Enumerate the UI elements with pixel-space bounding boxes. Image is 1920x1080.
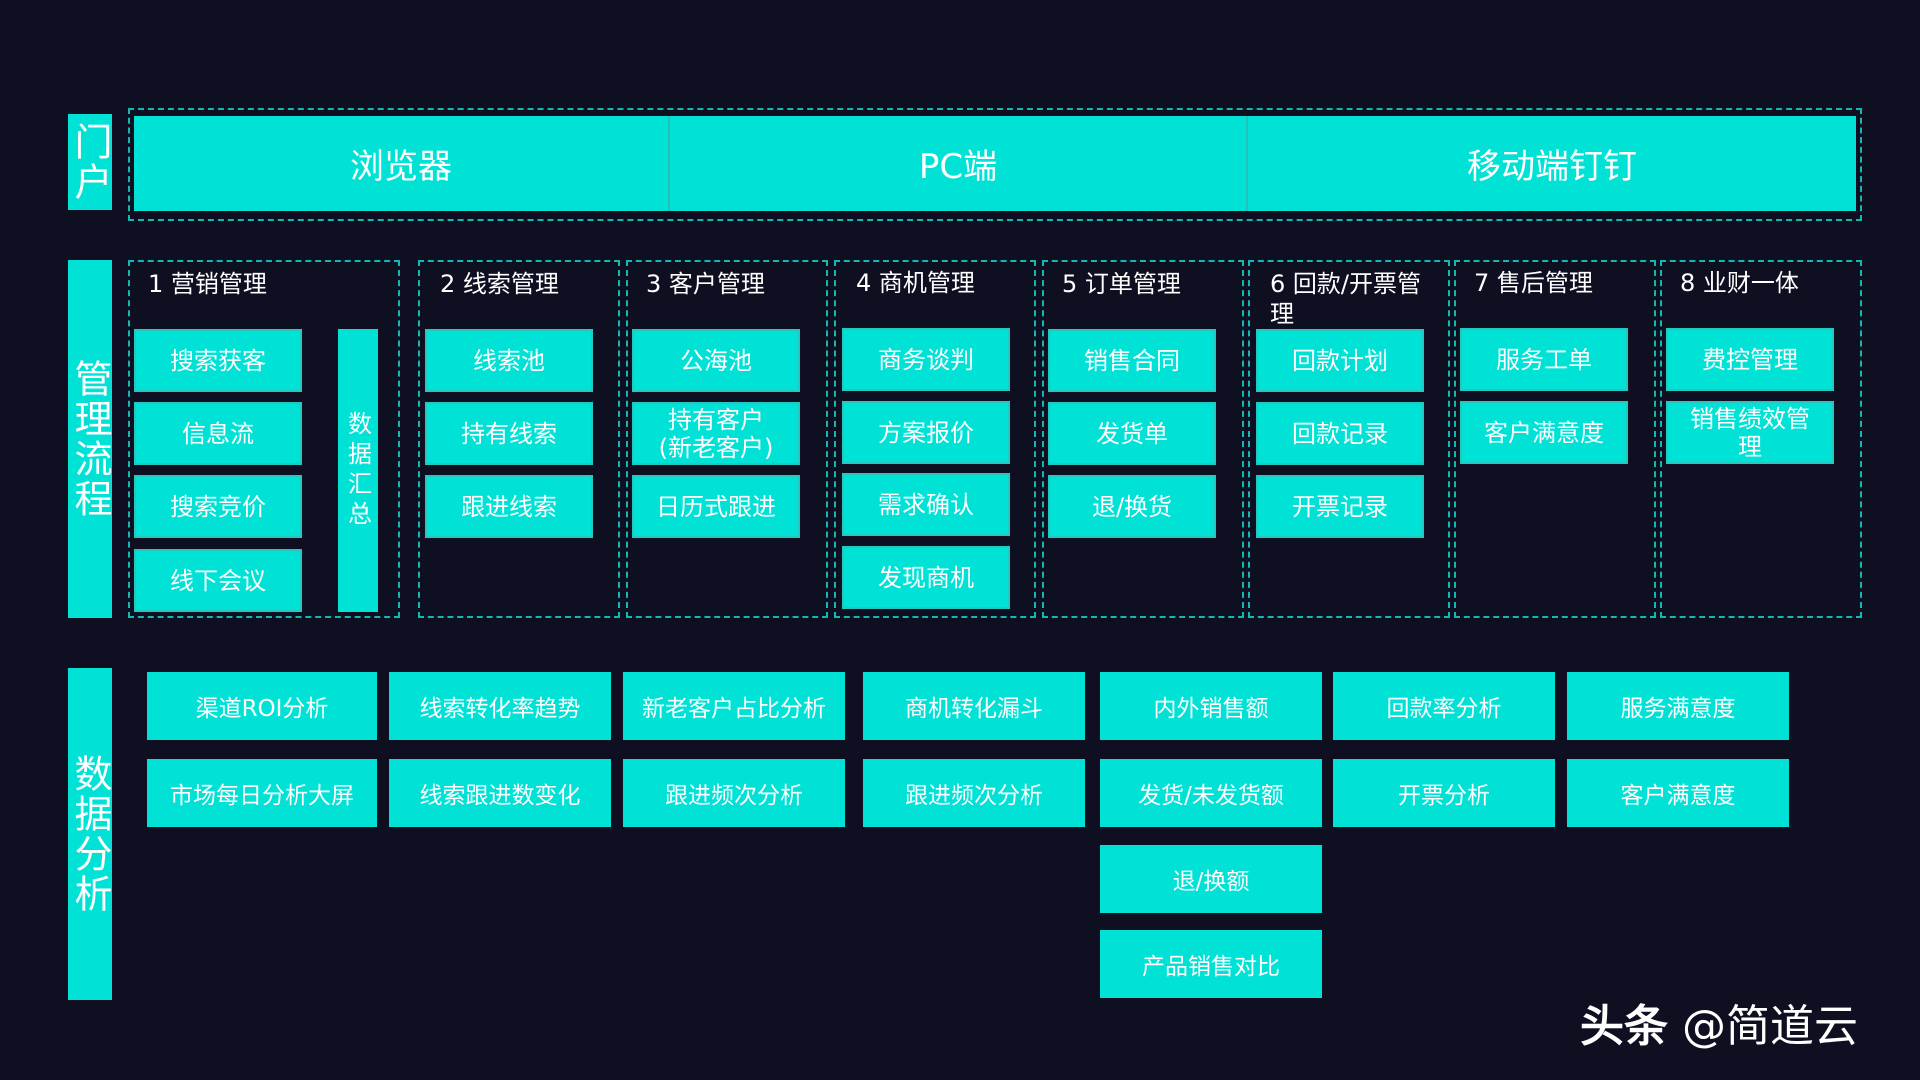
section-label-analysis: 数据分析 (68, 668, 112, 1000)
analysis-return-exchange-amount[interactable]: 退/换额 (1100, 845, 1322, 913)
portal-browser[interactable]: 浏览器 (134, 116, 670, 211)
analysis-lead-follow-count[interactable]: 线索跟进数变化 (389, 759, 611, 827)
item-payment-plan[interactable]: 回款计划 (1256, 329, 1424, 392)
item-lead-pool[interactable]: 线索池 (425, 329, 593, 392)
item-follow-leads[interactable]: 跟进线索 (425, 475, 593, 538)
process-group-after-sales (1454, 260, 1656, 618)
item-data-summary[interactable]: 数据汇总 (338, 329, 378, 612)
portal-frame (128, 108, 1862, 221)
group-title: 2 线索管理 (440, 270, 559, 298)
watermark-handle: @简道云 (1682, 1001, 1858, 1052)
item-negotiation[interactable]: 商务谈判 (842, 328, 1010, 391)
item-public-pool[interactable]: 公海池 (632, 329, 800, 392)
section-label-portal: 门户 (68, 114, 112, 210)
item-discover-opportunity[interactable]: 发现商机 (842, 546, 1010, 609)
analysis-product-sales-compare[interactable]: 产品销售对比 (1100, 930, 1322, 998)
analysis-domestic-foreign-sales[interactable]: 内外销售额 (1100, 672, 1322, 740)
process-group-customers (626, 260, 828, 618)
analysis-opportunity-follow-frequency[interactable]: 跟进频次分析 (863, 759, 1085, 827)
analysis-payment-rate[interactable]: 回款率分析 (1333, 672, 1555, 740)
analysis-channel-roi[interactable]: 渠道ROI分析 (147, 672, 377, 740)
item-delivery-note[interactable]: 发货单 (1048, 402, 1216, 465)
item-held-customers[interactable]: 持有客户 (新老客户) (632, 402, 800, 465)
item-search-bid[interactable]: 搜索竞价 (134, 475, 302, 538)
section-label-process: 管理流程 (68, 260, 112, 618)
analysis-service-satisfaction[interactable]: 服务满意度 (1567, 672, 1789, 740)
item-calendar-follow[interactable]: 日历式跟进 (632, 475, 800, 538)
analysis-opportunity-funnel[interactable]: 商机转化漏斗 (863, 672, 1085, 740)
item-expense-control[interactable]: 费控管理 (1666, 328, 1834, 391)
process-group-orders (1042, 260, 1244, 618)
group-title: 8 业财一体 (1680, 269, 1799, 297)
analysis-customer-satisfaction[interactable]: 客户满意度 (1567, 759, 1789, 827)
process-group-payment-invoice (1248, 260, 1450, 618)
portal-pc[interactable]: PC端 (670, 116, 1248, 211)
group-title: 6 回款/开票管理 (1270, 270, 1421, 328)
process-group-opportunities (834, 260, 1036, 618)
group-title: 1 营销管理 (148, 270, 267, 298)
watermark-source: 头条 (1580, 1001, 1668, 1052)
item-quotation[interactable]: 方案报价 (842, 401, 1010, 464)
item-sales-performance[interactable]: 销售绩效管理 (1666, 401, 1834, 464)
process-group-finance (1660, 260, 1862, 618)
item-service-ticket[interactable]: 服务工单 (1460, 328, 1628, 391)
portal-bar: 浏览器 PC端 移动端钉钉 (134, 116, 1856, 211)
analysis-lead-conversion-trend[interactable]: 线索转化率趋势 (389, 672, 611, 740)
analysis-market-daily-screen[interactable]: 市场每日分析大屏 (147, 759, 377, 827)
watermark: 头条 @简道云 (1580, 990, 1858, 1054)
item-search-acquire[interactable]: 搜索获客 (134, 329, 302, 392)
analysis-new-old-ratio[interactable]: 新老客户占比分析 (623, 672, 845, 740)
item-held-leads[interactable]: 持有线索 (425, 402, 593, 465)
group-title: 3 客户管理 (646, 270, 765, 298)
process-group-marketing (128, 260, 400, 618)
group-title: 5 订单管理 (1062, 270, 1181, 298)
item-offline-meeting[interactable]: 线下会议 (134, 549, 302, 612)
item-sales-contract[interactable]: 销售合同 (1048, 329, 1216, 392)
analysis-invoice[interactable]: 开票分析 (1333, 759, 1555, 827)
analysis-follow-frequency[interactable]: 跟进频次分析 (623, 759, 845, 827)
item-customer-satisfaction[interactable]: 客户满意度 (1460, 401, 1628, 464)
group-title: 7 售后管理 (1474, 269, 1593, 297)
item-requirement-confirm[interactable]: 需求确认 (842, 473, 1010, 536)
item-return-exchange[interactable]: 退/换货 (1048, 475, 1216, 538)
item-info-flow[interactable]: 信息流 (134, 402, 302, 465)
portal-mobile-dingtalk[interactable]: 移动端钉钉 (1467, 147, 1637, 187)
process-group-leads (418, 260, 620, 618)
analysis-shipped-unshipped[interactable]: 发货/未发货额 (1100, 759, 1322, 827)
group-title: 4 商机管理 (856, 269, 975, 297)
item-invoice-record[interactable]: 开票记录 (1256, 475, 1424, 538)
item-payment-record[interactable]: 回款记录 (1256, 402, 1424, 465)
